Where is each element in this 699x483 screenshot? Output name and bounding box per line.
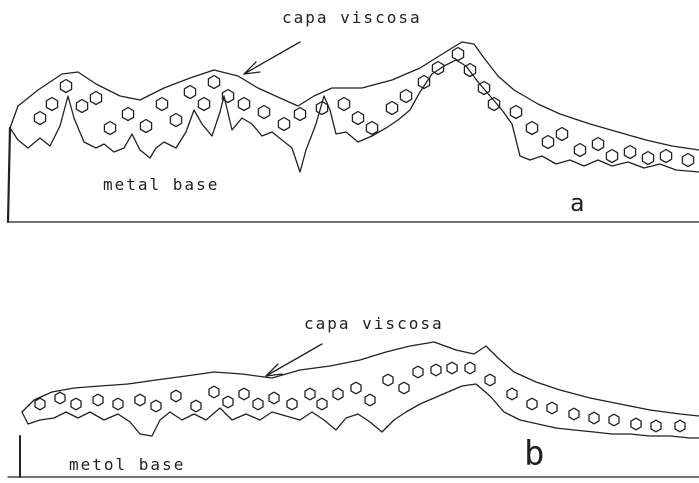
particle-hexagon	[171, 390, 181, 402]
particle-hexagon	[46, 98, 57, 111]
particle-hexagon	[55, 392, 65, 404]
particle-hexagon	[574, 144, 585, 157]
panel-a-arrow-head	[244, 62, 260, 74]
particle-hexagon	[399, 382, 409, 394]
particle-hexagon	[386, 102, 397, 115]
particle-hexagon	[478, 82, 489, 95]
particle-hexagon	[526, 122, 537, 135]
particle-hexagon	[258, 106, 269, 119]
particle-hexagon	[592, 138, 603, 151]
particle-hexagon	[333, 388, 343, 400]
particle-hexagon	[198, 98, 209, 111]
particle-hexagon	[631, 418, 641, 430]
particle-hexagon	[431, 364, 441, 376]
particle-hexagon	[208, 76, 219, 89]
particle-hexagon	[510, 106, 521, 119]
particle-hexagon	[452, 48, 463, 61]
particle-hexagon	[351, 382, 361, 394]
panel-a-arrow-shaft	[244, 42, 300, 74]
panel-b-letter: b	[524, 434, 544, 474]
particle-hexagon	[606, 150, 617, 163]
panel-b-layer-label: capa viscosa	[304, 314, 444, 333]
particle-hexagon	[465, 362, 475, 374]
particle-hexagon	[660, 150, 671, 163]
particle-hexagon	[209, 386, 219, 398]
particle-hexagon	[447, 362, 457, 374]
panel-a-drawing	[8, 42, 699, 222]
particle-hexagon	[556, 128, 567, 141]
particle-hexagon	[135, 394, 145, 406]
particle-hexagon	[287, 398, 297, 410]
particle-hexagon	[191, 400, 201, 412]
particle-hexagon	[104, 122, 115, 135]
panel-b-arrow-head	[266, 364, 282, 376]
particle-hexagon	[609, 414, 619, 426]
particle-hexagon	[269, 392, 279, 404]
particle-hexagon	[547, 402, 557, 414]
particle-hexagon	[294, 108, 305, 121]
panel-a-particles	[34, 48, 693, 167]
particle-hexagon	[90, 92, 101, 105]
particle-hexagon	[675, 420, 685, 432]
particle-hexagon	[485, 374, 495, 386]
particle-hexagon	[338, 98, 349, 111]
particle-hexagon	[223, 396, 233, 408]
panel-b-metal-surface-outline	[22, 384, 699, 438]
particle-hexagon	[122, 108, 133, 121]
particle-hexagon	[253, 398, 263, 410]
particle-hexagon	[365, 394, 375, 406]
particle-hexagon	[278, 118, 289, 131]
particle-hexagon	[140, 120, 151, 133]
particle-hexagon	[34, 112, 45, 125]
particle-hexagon	[527, 398, 537, 410]
particle-hexagon	[589, 412, 599, 424]
particle-hexagon	[488, 98, 499, 111]
particle-hexagon	[542, 136, 553, 149]
particle-hexagon	[93, 394, 103, 406]
particle-hexagon	[642, 152, 653, 165]
panel-a-layer-top-outline	[10, 42, 699, 150]
panel-a-layer-label: capa viscosa	[282, 8, 422, 27]
particle-hexagon	[464, 64, 475, 77]
particle-hexagon	[413, 366, 423, 378]
particle-hexagon	[383, 374, 393, 386]
particle-hexagon	[239, 388, 249, 400]
particle-hexagon	[184, 86, 195, 99]
particle-hexagon	[238, 98, 249, 111]
particle-hexagon	[151, 400, 161, 412]
particle-hexagon	[569, 408, 579, 420]
particle-hexagon	[682, 154, 693, 167]
panel-b-base-label: metol base	[69, 455, 185, 474]
particle-hexagon	[651, 420, 661, 432]
particle-hexagon	[366, 122, 377, 135]
particle-hexagon	[71, 398, 81, 410]
particle-hexagon	[507, 388, 517, 400]
particle-hexagon	[352, 112, 363, 125]
particle-hexagon	[156, 98, 167, 111]
particle-hexagon	[317, 398, 327, 410]
particle-hexagon	[76, 100, 87, 113]
panel-a-letter: a	[570, 189, 584, 217]
panel-a-base-label: metal base	[103, 175, 219, 194]
particle-hexagon	[400, 90, 411, 103]
particle-hexagon	[305, 388, 315, 400]
particle-hexagon	[35, 398, 45, 410]
panel-a-metal-surface-outline	[10, 60, 699, 172]
particle-hexagon	[113, 398, 123, 410]
panel-a-left-edge	[8, 128, 10, 222]
particle-hexagon	[60, 80, 71, 93]
particle-hexagon	[624, 146, 635, 159]
particle-hexagon	[170, 114, 181, 127]
